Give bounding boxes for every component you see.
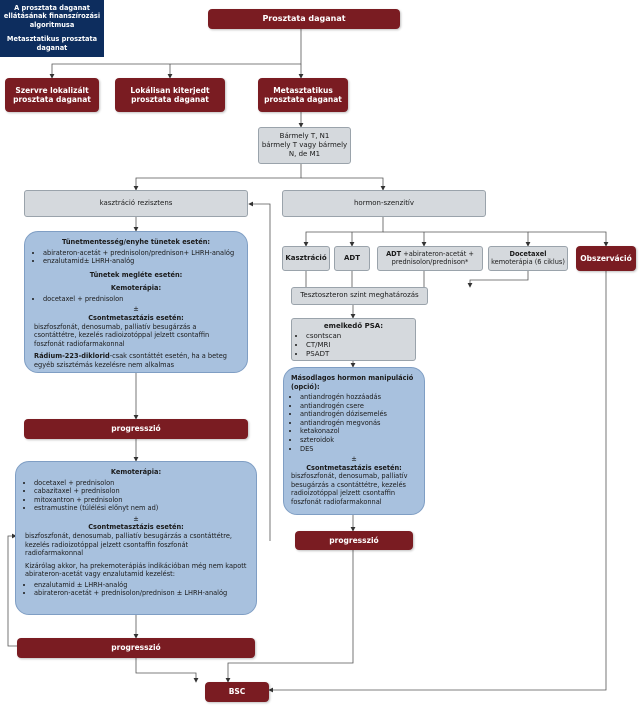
locally-advanced-label: Lokálisan kiterjedt prosztata daganat [130, 85, 210, 104]
list-item: estramustine (túlélési előnyt nem ad) [34, 504, 247, 513]
docetaxel-desc: kemoterápia (6 ciklus) [491, 257, 565, 266]
list-item: cabazitaxel + prednisolon [34, 487, 247, 496]
castration-resistant-therapy-box: Tünetmentesség/enyhe tünetek esetén: abi… [24, 231, 248, 373]
docetaxel-box: Docetaxel kemoterápia (6 ciklus) [488, 246, 568, 271]
staging-line-2: bármely T vagy bármely [261, 140, 348, 149]
plus-minus: ± [351, 455, 357, 464]
list-item: enzalutamid± LHRH-analóg [43, 257, 238, 266]
testosterone-label: Tesztoszteron szint meghatározás [300, 291, 419, 300]
list-item: antiandrogén megvonás [300, 419, 417, 428]
algorithm-title-box: A prosztata daganat ellátásának finanszí… [0, 0, 104, 57]
list-item: szteroidok [300, 436, 417, 445]
castration-box: Kasztráció [282, 246, 330, 271]
adt-abiraterone-desc: +abirateron-acetát + prednisolon/prednis… [391, 249, 474, 266]
algorithm-title: A prosztata daganat ellátásának finanszí… [3, 4, 101, 29]
list-item: antiandrogén hozzáadás [300, 393, 417, 402]
list-item: DES [300, 445, 417, 454]
progression-label: progresszió [111, 424, 161, 434]
plus-minus: ± [133, 305, 139, 314]
bone-metastasis-heading-3: Csontmetasztázis esetén: [306, 463, 402, 472]
list-item: abirateron-acetát + prednisolon/predniso… [34, 589, 247, 598]
algorithm-subtitle: Metasztatikus prosztata daganat [6, 35, 98, 52]
chemo-list: docetaxel + prednisolon [34, 295, 238, 304]
castration-resistant-label: kasztráció rezisztens [99, 198, 173, 207]
secondary-hormone-heading: Másodlagos hormon manipuláció (opció): [291, 374, 414, 391]
progression-label: progresszió [329, 535, 379, 545]
chemo-heading-2: Kemoterápia: [110, 468, 162, 476]
list-item: mitoxantron + prednisolon [34, 496, 247, 505]
list-item: antiandrogén csere [300, 402, 417, 411]
radium-desc: -csak csontáttét esetén, ha a beteg egyé… [34, 352, 227, 369]
adt-abiraterone-bold: ADT [386, 249, 402, 258]
chemo-list-2: docetaxel + prednisolon cabazitaxel + pr… [25, 479, 247, 513]
observation-label: Obszerváció [580, 253, 632, 263]
chemo-heading: Kemoterápia: [110, 284, 162, 293]
second-line-therapy-box: Kemoterápia: docetaxel + prednisolon cab… [15, 461, 257, 615]
adt-abiraterone-box: ADT +abirateron-acetát + prednisolon/pre… [377, 246, 483, 271]
rising-psa-box: emelkedő PSA: csontscan CT/MRI PSADT [291, 318, 416, 361]
castration-resistant-box: kasztráció rezisztens [24, 190, 248, 217]
list-item: csontscan [306, 332, 410, 341]
radium-text: Rádium-223-diklorid-csak csontáttét eset… [34, 352, 238, 369]
staging-line-3: N, de M1 [288, 150, 321, 159]
symptomatic-heading: Tünetek megléte esetén: [89, 270, 183, 279]
progression-box-2: progresszió [17, 638, 255, 658]
prostate-cancer-label: Prosztata daganat [262, 14, 346, 23]
metastatic-label: Metasztatikus prosztata daganat [264, 85, 342, 104]
prechemo-list: enzalutamid ± LHRH-analóg abirateron-ace… [25, 581, 247, 598]
bone-metastasis-heading-2: Csontmetasztázis esetén: [88, 523, 184, 532]
list-item: enzalutamid ± LHRH-analóg [34, 581, 247, 590]
adt-label: ADT [343, 253, 360, 262]
secondary-hormone-list: antiandrogén hozzáadás antiandrogén cser… [291, 393, 417, 453]
secondary-hormone-box: Másodlagos hormon manipuláció (opció): a… [283, 367, 425, 515]
bsc-label: BSC [228, 687, 246, 697]
list-item: CT/MRI [306, 341, 410, 350]
prechemo-condition: Kizárólag akkor, ha prekemoterápiás indi… [25, 561, 247, 579]
hormone-sensitive-label: hormon-szenzitív [353, 198, 415, 207]
metastatic-box: Metasztatikus prosztata daganat [258, 78, 348, 112]
localized-label: Szervre lokalizált prosztata daganat [13, 85, 91, 104]
bone-metastasis-text-2: biszfoszfonát, denosumab, palliatív besu… [25, 531, 233, 558]
list-item: PSADT [306, 350, 410, 359]
localized-box: Szervre lokalizált prosztata daganat [5, 78, 99, 112]
list-item: antiandrogén dózisemelés [300, 410, 417, 419]
rising-psa-heading: emelkedő PSA: [323, 322, 384, 330]
radium-bold: Rádium-223-diklorid [34, 352, 110, 361]
bone-metastasis-text-3: biszfoszfonát, denosumab, palliatív besu… [291, 472, 408, 506]
list-item: docetaxel + prednisolon [34, 479, 247, 488]
observation-box: Obszerváció [576, 246, 636, 271]
asymptomatic-heading: Tünetmentesség/enyhe tünetek esetén: [61, 238, 211, 246]
bsc-box: BSC [205, 682, 269, 702]
progression-box-1: progresszió [24, 419, 248, 439]
staging-box: Bármely T, N1 bármely T vagy bármely N, … [258, 127, 351, 164]
testosterone-box: Tesztoszteron szint meghatározás [291, 287, 428, 305]
list-item: abirateron-acetát + prednisolon/predniso… [43, 249, 238, 258]
docetaxel-bold: Docetaxel [509, 249, 547, 258]
bone-metastasis-heading: Csontmetasztázis esetén: [88, 313, 184, 322]
list-item: ketakonazol [300, 427, 417, 436]
staging-line-1: Bármely T, N1 [279, 131, 330, 140]
bone-metastasis-text: biszfoszfonát, denosumab, palliatív besu… [34, 322, 210, 348]
castration-label: Kasztráció [285, 253, 327, 262]
prostate-cancer-box: Prosztata daganat [208, 9, 400, 29]
plus-minus: ± [133, 514, 139, 523]
asymptomatic-list: abirateron-acetát + prednisolon/predniso… [34, 249, 238, 266]
adt-abiraterone-text: ADT +abirateron-acetát + prednisolon/pre… [380, 249, 480, 267]
progression-label: progresszió [111, 643, 161, 653]
adt-box: ADT [334, 246, 370, 271]
locally-advanced-box: Lokálisan kiterjedt prosztata daganat [115, 78, 225, 112]
list-item: docetaxel + prednisolon [43, 295, 238, 304]
hormone-sensitive-box: hormon-szenzitív [282, 190, 486, 217]
progression-box-3: progresszió [295, 531, 413, 550]
rising-psa-list: csontscan CT/MRI PSADT [297, 332, 410, 359]
